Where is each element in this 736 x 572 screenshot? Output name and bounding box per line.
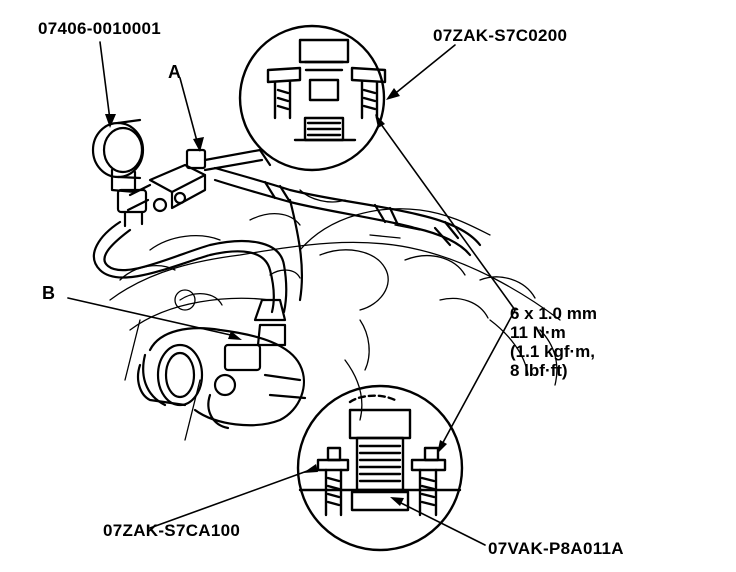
callout-b: B [42,283,55,303]
fuel-pulsation-assembly [136,298,307,430]
arrowheads [105,88,447,506]
torque-kgf: (1.1 kgf·m, [510,342,596,361]
adapter-part-number: 07VAK-P8A011A [488,539,624,558]
torque-spec: 6 x 1.0 mm 11 N·m (1.1 kgf·m, 8 lbf·ft) [510,304,597,380]
torque-nm: 11 N·m [510,323,566,342]
upper-detail-view [238,24,387,172]
pressure-gauge [91,118,148,228]
fuel-line [213,166,482,302]
bolt-size: 6 x 1.0 mm [510,304,597,323]
leader-lines [67,41,516,546]
torque-lbf: 8 lbf·ft) [510,361,568,380]
callout-a: A [168,62,181,82]
valve-a-assembly [126,148,272,213]
lower-tool-part-number: 07ZAK-S7CA100 [103,521,241,540]
upper-tool-part-number: 07ZAK-S7C0200 [433,26,568,45]
engine-background-sketch [109,189,561,441]
gauge-part-number: 07406-0010001 [38,19,162,38]
gauge-hose [92,220,288,314]
lower-detail-view [296,384,464,552]
